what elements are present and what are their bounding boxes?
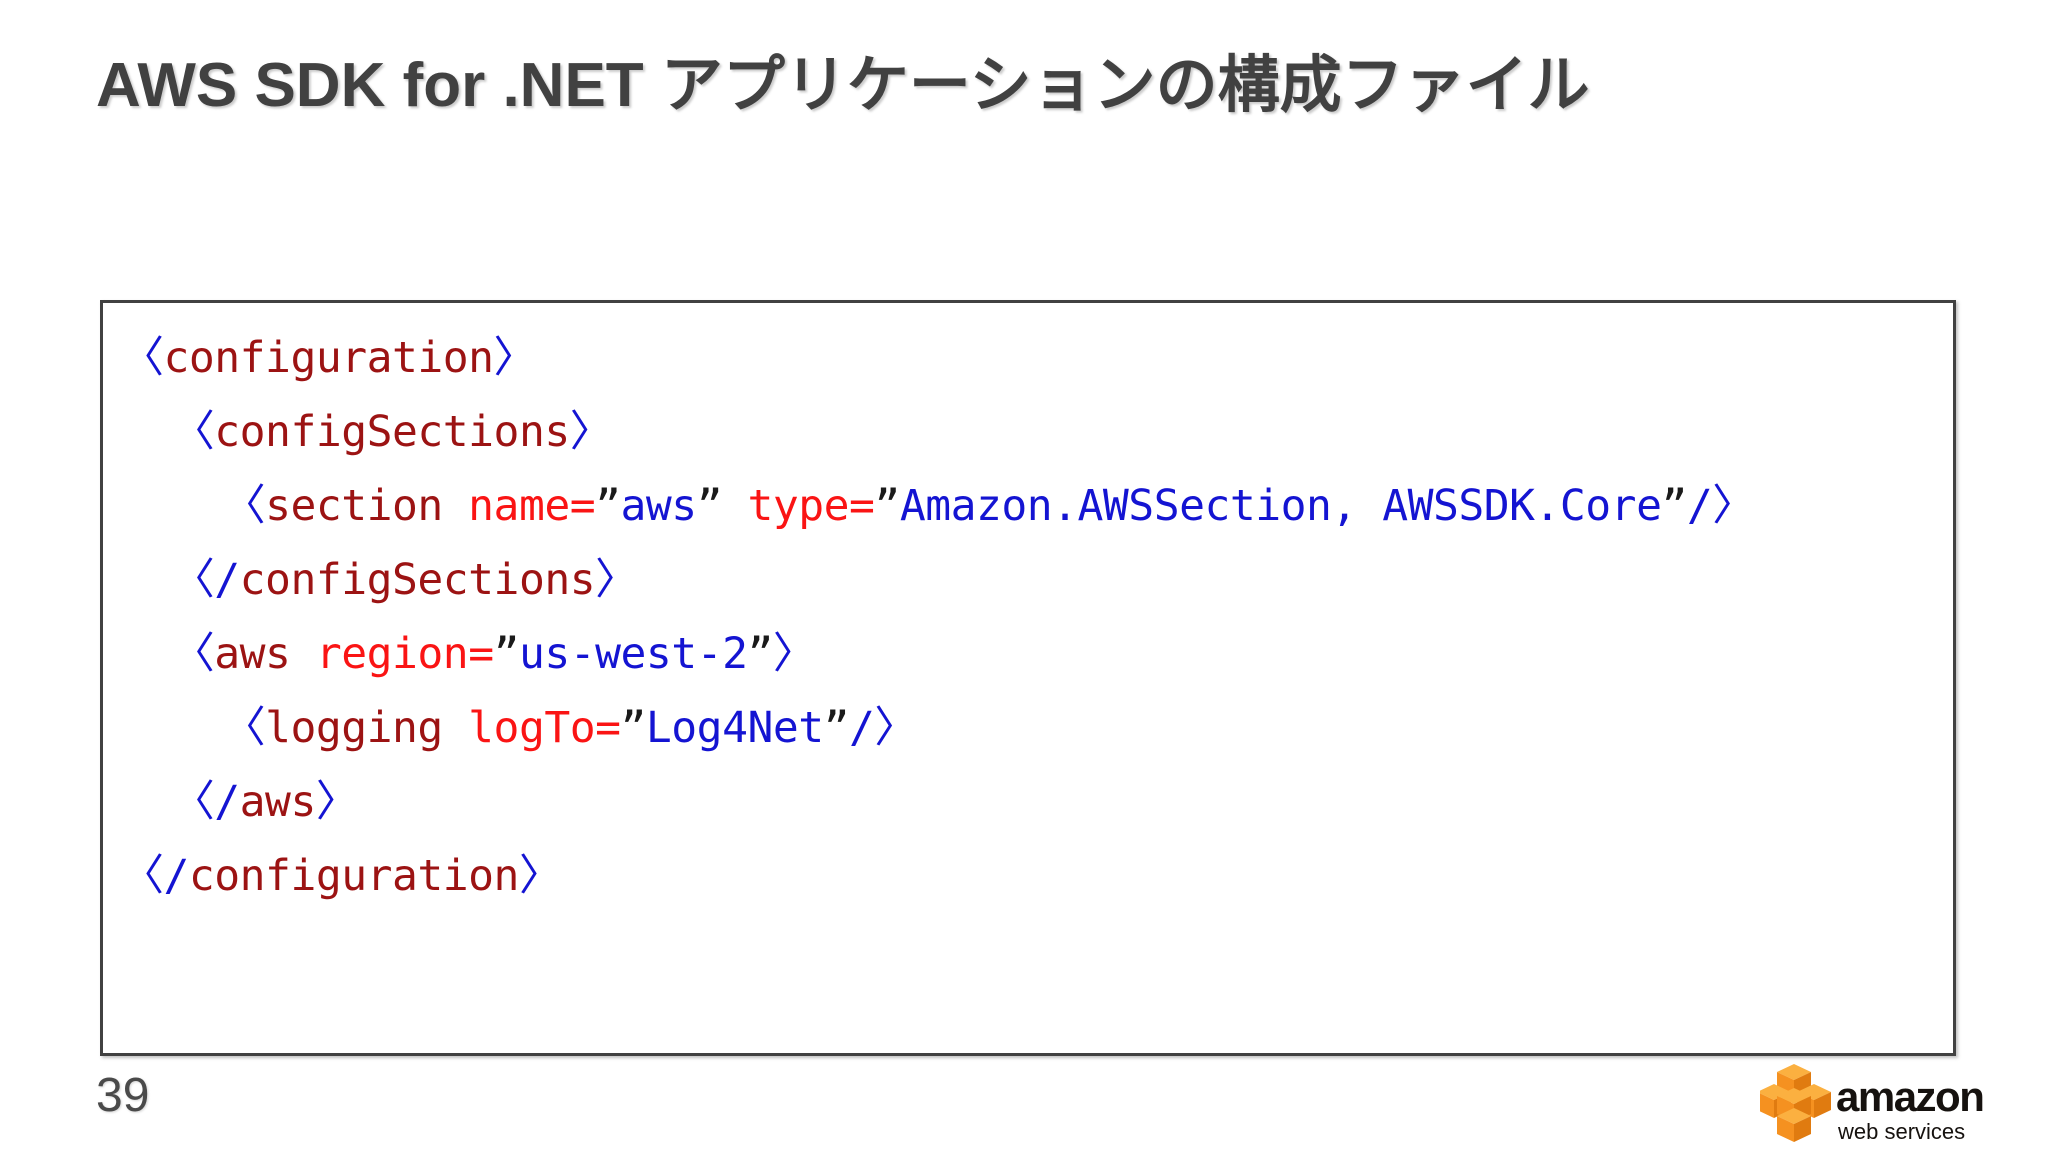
code-indent	[121, 407, 172, 457]
code-token-quote: ”	[747, 629, 773, 679]
code-token-quote: ”	[1661, 481, 1687, 531]
code-token-val: us-west-2	[518, 629, 748, 679]
logo-wordmark: amazon	[1836, 1073, 1983, 1120]
code-token-bracket: 〈/	[121, 851, 189, 901]
logo-cubes-icon	[1757, 1064, 1831, 1142]
code-indent	[121, 629, 172, 679]
code-listing: 〈configuration〉 〈configSections〉 〈sectio…	[121, 321, 1947, 913]
code-token-quote: ”	[493, 629, 520, 679]
code-token-bracket: 〈	[171, 629, 215, 679]
code-token-eq: =	[595, 703, 621, 753]
logo-tagline: web services	[1837, 1119, 1965, 1144]
code-token-bracket: 〈	[222, 703, 266, 753]
code-token-bracket: 〉	[569, 407, 613, 457]
code-token-quote: ”	[696, 481, 723, 531]
code-token-tag: configuration	[188, 851, 520, 901]
aws-logo-svg: amazon web services	[1757, 1064, 1985, 1144]
code-block-container: 〈configuration〉 〈configSections〉 〈sectio…	[100, 300, 1956, 1056]
code-line: 〈/aws〉	[121, 765, 1947, 839]
code-token-val: Amazon.AWSSection, AWSSDK.Core	[899, 481, 1662, 531]
code-token-val	[722, 481, 747, 531]
code-token-quote: ”	[874, 481, 900, 531]
code-indent	[121, 703, 223, 753]
code-token-tag: configSections	[239, 555, 596, 605]
code-token-tag	[443, 703, 468, 753]
code-line: 〈configuration〉	[121, 321, 1947, 395]
code-token-bracket: /〉	[1686, 481, 1755, 531]
code-line: 〈configSections〉	[121, 395, 1947, 469]
page-title: AWS SDK for .NET アプリケーションの構成ファイル	[96, 51, 1590, 120]
code-token-tag: aws	[239, 777, 317, 827]
code-token-val: Log4Net	[645, 703, 824, 753]
code-line: 〈logging logTo=”Log4Net”/〉	[121, 691, 1947, 765]
code-token-bracket: 〈	[121, 333, 164, 383]
code-token-bracket: 〈/	[171, 555, 240, 605]
code-indent	[121, 481, 223, 531]
code-line: 〈aws region=”us-west-2”〉	[121, 617, 1947, 691]
code-token-bracket: 〉	[595, 555, 638, 605]
code-token-tag	[290, 629, 315, 679]
amazon-web-services-logo: amazon web services	[1757, 1062, 1990, 1146]
code-token-eq: =	[849, 481, 875, 531]
code-token-attr: logTo	[468, 703, 596, 753]
code-token-attr: type	[747, 481, 850, 531]
code-token-tag: configuration	[163, 333, 495, 383]
code-token-tag: section	[265, 481, 443, 531]
code-token-bracket: /〉	[849, 703, 917, 753]
code-token-bracket: 〉	[315, 777, 359, 827]
code-token-attr: name	[468, 481, 570, 531]
code-token-tag: configSections	[214, 407, 570, 457]
code-indent	[121, 555, 172, 605]
code-token-bracket: 〉	[518, 851, 562, 901]
code-line: 〈section name=”aws” type=”Amazon.AWSSect…	[121, 469, 1947, 543]
code-token-tag: aws	[214, 629, 291, 679]
code-token-bracket: 〈	[222, 481, 266, 531]
code-token-attr: region	[315, 629, 469, 679]
code-indent	[121, 777, 172, 827]
code-line: 〈/configSections〉	[121, 543, 1947, 617]
code-token-val: aws	[620, 481, 698, 531]
code-token-tag: logging	[265, 703, 443, 753]
code-token-quote: ”	[823, 703, 850, 753]
code-line: 〈/configuration〉	[121, 839, 1947, 913]
code-token-bracket: 〉	[772, 629, 816, 679]
code-token-tag	[443, 481, 468, 531]
code-token-quote: ”	[595, 481, 621, 531]
code-token-bracket: 〈	[171, 407, 215, 457]
code-token-quote: ”	[620, 703, 647, 753]
code-token-bracket: 〉	[493, 333, 537, 383]
code-token-eq: =	[468, 629, 494, 679]
page-number: 39	[96, 1069, 150, 1122]
code-token-eq: =	[569, 481, 596, 531]
code-token-bracket: 〈/	[171, 777, 240, 827]
